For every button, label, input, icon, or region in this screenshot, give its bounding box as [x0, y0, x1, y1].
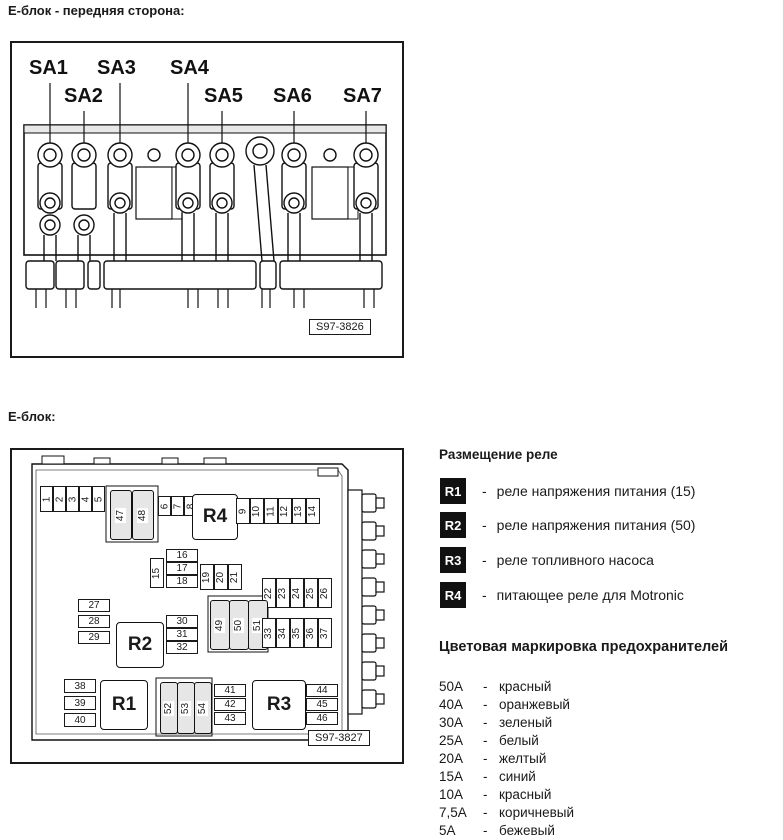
fuse-41: 41 [214, 684, 246, 697]
relay-legend-item: R1 - реле напряжения питания (15) [440, 478, 695, 504]
fuse-16: 16 [166, 549, 198, 562]
color-legend-item: 5A-бежевый [439, 823, 555, 838]
sa2-label: SA2 [64, 85, 103, 107]
layout-code: S97-3827 [308, 730, 370, 746]
fuse-2: 2 [53, 486, 66, 512]
relay-r2: R2 [116, 622, 164, 668]
fuse-14: 14 [306, 498, 320, 524]
eblock-layout-diagram: 1 2 3 4 5 47 48 6 7 8 R4 9 10 11 12 13 1… [10, 448, 404, 764]
color-legend-title: Цветовая маркировка предохранителей [439, 639, 729, 655]
fuse-31: 31 [166, 628, 198, 641]
fuse-38: 38 [64, 679, 96, 693]
relay-r4: R4 [192, 494, 238, 540]
fuse-34: 34 [276, 618, 290, 648]
fuse-12: 12 [278, 498, 292, 524]
relay-description: реле напряжения питания (50) [496, 517, 696, 533]
color-legend-item: 50A-красный [439, 679, 552, 694]
relay-r3: R3 [252, 680, 306, 730]
fuse-53: 53 [177, 682, 195, 734]
fuse-18: 18 [166, 575, 198, 588]
fuse-13: 13 [292, 498, 306, 524]
fuse-7: 7 [171, 496, 184, 516]
sa3-label: SA3 [97, 57, 136, 79]
fuse-23: 23 [276, 578, 290, 608]
fuse-19: 19 [200, 564, 214, 590]
color-legend-item: 10A-красный [439, 787, 552, 802]
fuse-6: 6 [158, 496, 171, 516]
fuse-42: 42 [214, 698, 246, 711]
fuse-32: 32 [166, 641, 198, 654]
top-heading: E-блок - передняя сторона: [8, 3, 185, 18]
sa5-label: SA5 [204, 85, 243, 107]
fuse-33: 33 [262, 618, 276, 648]
fuse-25: 25 [304, 578, 318, 608]
front-side-diagram: SA1 SA2 SA3 SA4 SA5 SA6 SA7 S97-3826 [10, 41, 404, 358]
fuse-49: 49 [210, 600, 230, 650]
fuse-20: 20 [214, 564, 228, 590]
relay-legend-item: R3 - реле топливного насоса [440, 547, 654, 573]
fuse-37: 37 [318, 618, 332, 648]
front-side-code: S97-3826 [309, 319, 371, 335]
relay-description: реле напряжения питания (15) [496, 483, 696, 499]
color-legend-item: 30A-зеленый [439, 715, 553, 730]
fuse-4: 4 [79, 486, 92, 512]
color-legend-item: 15A-синий [439, 769, 536, 784]
fuse-44: 44 [306, 684, 338, 697]
relay-badge: R4 [440, 582, 466, 608]
sa1-label: SA1 [29, 57, 68, 79]
relay-description: реле топливного насоса [496, 552, 654, 568]
fuse-21: 21 [228, 564, 242, 590]
fuse-28: 28 [78, 615, 110, 628]
relay-description: питающее реле для Motronic [496, 587, 684, 603]
color-legend-item: 7,5A-коричневый [439, 805, 575, 820]
fuse-40: 40 [64, 713, 96, 727]
color-legend-item: 20A-желтый [439, 751, 547, 766]
relay-badge: R2 [440, 512, 466, 538]
fuse-35: 35 [290, 618, 304, 648]
sa6-label: SA6 [273, 85, 312, 107]
relay-legend-item: R4 - питающее реле для Motronic [440, 582, 684, 608]
fuse-36: 36 [304, 618, 318, 648]
fuse-3: 3 [66, 486, 79, 512]
relay-r1: R1 [100, 680, 148, 730]
fuse-47: 47 [110, 490, 132, 540]
relay-badge: R1 [440, 478, 466, 504]
sa4-label: SA4 [170, 57, 209, 79]
fuse-17: 17 [166, 562, 198, 575]
fuse-48: 48 [132, 490, 154, 540]
fuse-9: 9 [236, 498, 250, 524]
fuse-15: 15 [150, 558, 164, 588]
fuse-39: 39 [64, 696, 96, 710]
relay-legend-item: R2 - реле напряжения питания (50) [440, 512, 695, 538]
color-legend-item: 25A-белый [439, 733, 539, 748]
fuse-5: 5 [92, 486, 105, 512]
fuse-52: 52 [160, 682, 178, 734]
bottom-heading: E-блок: [8, 409, 56, 424]
fuse-10: 10 [250, 498, 264, 524]
fuse-26: 26 [318, 578, 332, 608]
fuse-50: 50 [229, 600, 249, 650]
fuse-27: 27 [78, 599, 110, 612]
sa7-label: SA7 [343, 85, 382, 107]
fuse-43: 43 [214, 712, 246, 725]
front-side-drawing [23, 83, 387, 308]
fuse-45: 45 [306, 698, 338, 711]
fuse-24: 24 [290, 578, 304, 608]
relay-badge: R3 [440, 547, 466, 573]
fuse-46: 46 [306, 712, 338, 725]
fuse-29: 29 [78, 631, 110, 644]
relay-legend-title: Размещение реле [439, 447, 558, 462]
color-legend-item: 40A-оранжевый [439, 697, 570, 712]
fuse-54: 54 [194, 682, 212, 734]
fuse-11: 11 [264, 498, 278, 524]
fuse-30: 30 [166, 615, 198, 628]
fuse-1: 1 [40, 486, 53, 512]
